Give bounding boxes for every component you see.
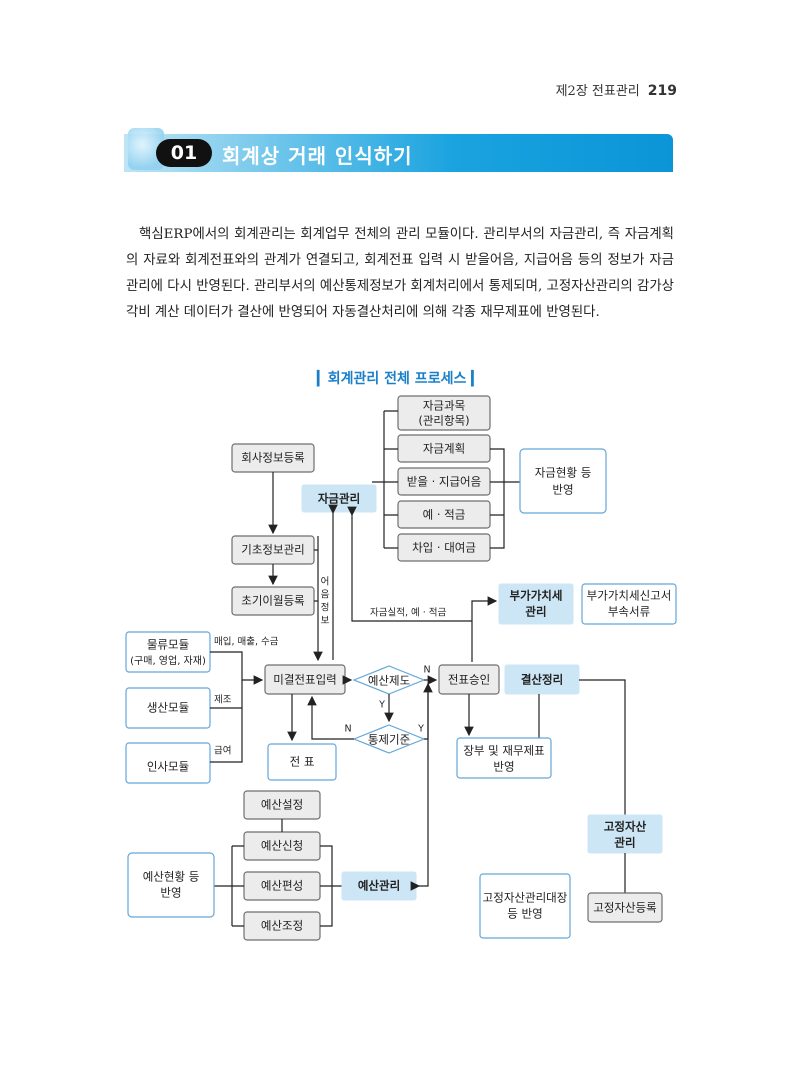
budget-request-box: 예산신청 (243, 831, 321, 861)
vat-docs-text-1: 부가가치세신고서 (587, 589, 672, 603)
vat-mgmt-text-2: 관리 (525, 605, 546, 619)
budget-status-text-1: 예산현황 등 (143, 870, 200, 884)
section-title: 회계상 거래 인식하기 (222, 144, 413, 168)
budget-compile-box: 예산편성 (243, 871, 321, 901)
n-label-1: N (423, 665, 430, 676)
company-reg-box: 회사정보등록 (231, 443, 315, 473)
ledger-text-2: 반영 (493, 760, 514, 774)
logistics-text-2: (구매, 영업, 자재) (130, 654, 206, 667)
deposit-text: 예 · 적금 (423, 508, 466, 522)
control-basis-text: 통제기준 (368, 733, 410, 747)
vat-docs-text-2: 부속서류 (608, 605, 650, 619)
fund-status-box: 자금현황 등 반영 (519, 448, 607, 514)
production-edge-label: 제조 (214, 695, 232, 706)
bill-info-label: 어 음 정 보 (321, 577, 330, 627)
fixed-asset-ledger-text-1: 고정자산관리대장 (483, 891, 568, 905)
closing-text: 결산정리 (521, 673, 563, 687)
running-head: 제2장 전표관리 219 (556, 80, 677, 99)
chapter-label: 제2장 전표관리 (555, 84, 640, 99)
vat-mgmt-box: 부가가치세 관리 (498, 583, 574, 625)
fixed-asset-mgmt-text-1: 고정자산 (604, 820, 647, 834)
carryover-text: 초기이월등록 (241, 594, 304, 608)
budget-status-text-2: 반영 (160, 886, 181, 900)
budget-adjust-text: 예산조정 (261, 919, 303, 933)
vat-mgmt-text-1: 부가가치세 (510, 589, 563, 603)
closing-box: 결산정리 (504, 664, 580, 695)
ledger-text-1: 장부 및 재무제표 (463, 744, 544, 758)
fixed-asset-mgmt-box: 고정자산 관리 (587, 814, 663, 854)
control-basis-diamond: 통제기준 (352, 724, 426, 754)
budget-mgmt-box: 예산관리 (341, 871, 417, 901)
budget-compile-text: 예산편성 (261, 879, 303, 893)
budget-control-diamond: 예산제도 (352, 665, 426, 695)
bill-info-char-3: 정 (321, 603, 330, 614)
logistics-text-1: 물류모듈 (147, 638, 189, 652)
fixed-asset-reg-box: 고정자산등록 (587, 892, 663, 923)
n-label-2: N (344, 724, 351, 735)
production-text: 생산모듈 (147, 701, 189, 715)
hr-box: 인사모듈 (125, 742, 211, 784)
page-number: 219 (647, 83, 677, 99)
ledger-box: 장부 및 재무제표 반영 (456, 737, 552, 779)
basic-info-box: 기초정보관리 (231, 535, 315, 565)
company-reg-text: 회사정보등록 (241, 451, 304, 465)
body-paragraph: 핵심ERP에서의 회계관리는 회계업무 전체의 관리 모듈이다. 관리부서의 자… (126, 227, 674, 320)
bill-info-char-1: 어 (321, 577, 330, 588)
section-banner (124, 134, 673, 172)
budget-control-text: 예산제도 (368, 674, 410, 688)
section-number: 01 (156, 139, 212, 167)
unposted-entry-box: 미결전표입력 (264, 664, 346, 695)
loan-text: 차입 · 대여금 (412, 541, 476, 555)
fund-status-text-2: 반영 (552, 483, 573, 497)
voucher-approval-box: 전표승인 (438, 664, 500, 695)
fixed-asset-reg-text: 고정자산등록 (593, 901, 656, 915)
y-label-1: Y (378, 700, 385, 711)
fund-subject-text-1: 자금과목 (423, 399, 465, 413)
budget-set-box: 예산설정 (243, 790, 321, 820)
fund-subject-text-2: (관리항목) (418, 414, 469, 428)
logistics-edge-label: 매입, 매출, 수금 (214, 636, 279, 648)
carryover-box: 초기이월등록 (231, 586, 315, 616)
budget-adjust-box: 예산조정 (243, 911, 321, 941)
fund-mgmt-box: 자금관리 (301, 484, 377, 513)
fund-mgmt-text: 자금관리 (318, 492, 360, 506)
figure-caption: ▎회계관리 전체 프로세스 ▎ (317, 371, 482, 387)
fund-status-text-1: 자금현황 등 (535, 466, 592, 480)
hr-text: 인사모듈 (147, 760, 189, 774)
unposted-entry-text: 미결전표입력 (273, 673, 336, 687)
bills-box: 받을 · 지급어음 (397, 467, 491, 496)
basic-info-text: 기초정보관리 (241, 543, 304, 557)
deposit-box: 예 · 적금 (397, 500, 491, 529)
production-box: 생산모듈 (125, 687, 211, 729)
voucher-text: 전 표 (290, 755, 315, 769)
fund-plan-box: 자금계획 (397, 434, 491, 463)
fixed-asset-ledger-box: 고정자산관리대장 등 반영 (479, 873, 571, 939)
bills-text: 받을 · 지급어음 (407, 475, 481, 489)
loan-box: 차입 · 대여금 (397, 533, 491, 562)
budget-status-box: 예산현황 등 반영 (127, 852, 215, 918)
budget-mgmt-text: 예산관리 (358, 879, 400, 893)
voucher-approval-text: 전표승인 (448, 673, 490, 687)
fund-subject-box: 자금과목 (관리항목) (397, 395, 491, 431)
fund-plan-text: 자금계획 (423, 442, 465, 456)
fund-result-label: 자금실적, 예 · 적금 (370, 607, 447, 619)
y-label-2: Y (417, 724, 424, 735)
budget-request-text: 예산신청 (261, 839, 303, 853)
voucher-box: 전 표 (267, 743, 337, 781)
fixed-asset-mgmt-text-2: 관리 (614, 836, 635, 850)
fixed-asset-ledger-text-2: 등 반영 (507, 907, 542, 921)
figure-caption-text: 회계관리 전체 프로세스 (327, 371, 467, 387)
hr-edge-label: 급여 (214, 745, 231, 757)
bill-info-char-4: 보 (321, 616, 330, 627)
bill-info-char-2: 음 (321, 590, 330, 601)
vat-docs-box: 부가가치세신고서 부속서류 (581, 583, 677, 625)
logistics-box: 물류모듈 (구매, 영업, 자재) (125, 631, 211, 673)
budget-set-text: 예산설정 (261, 798, 303, 812)
